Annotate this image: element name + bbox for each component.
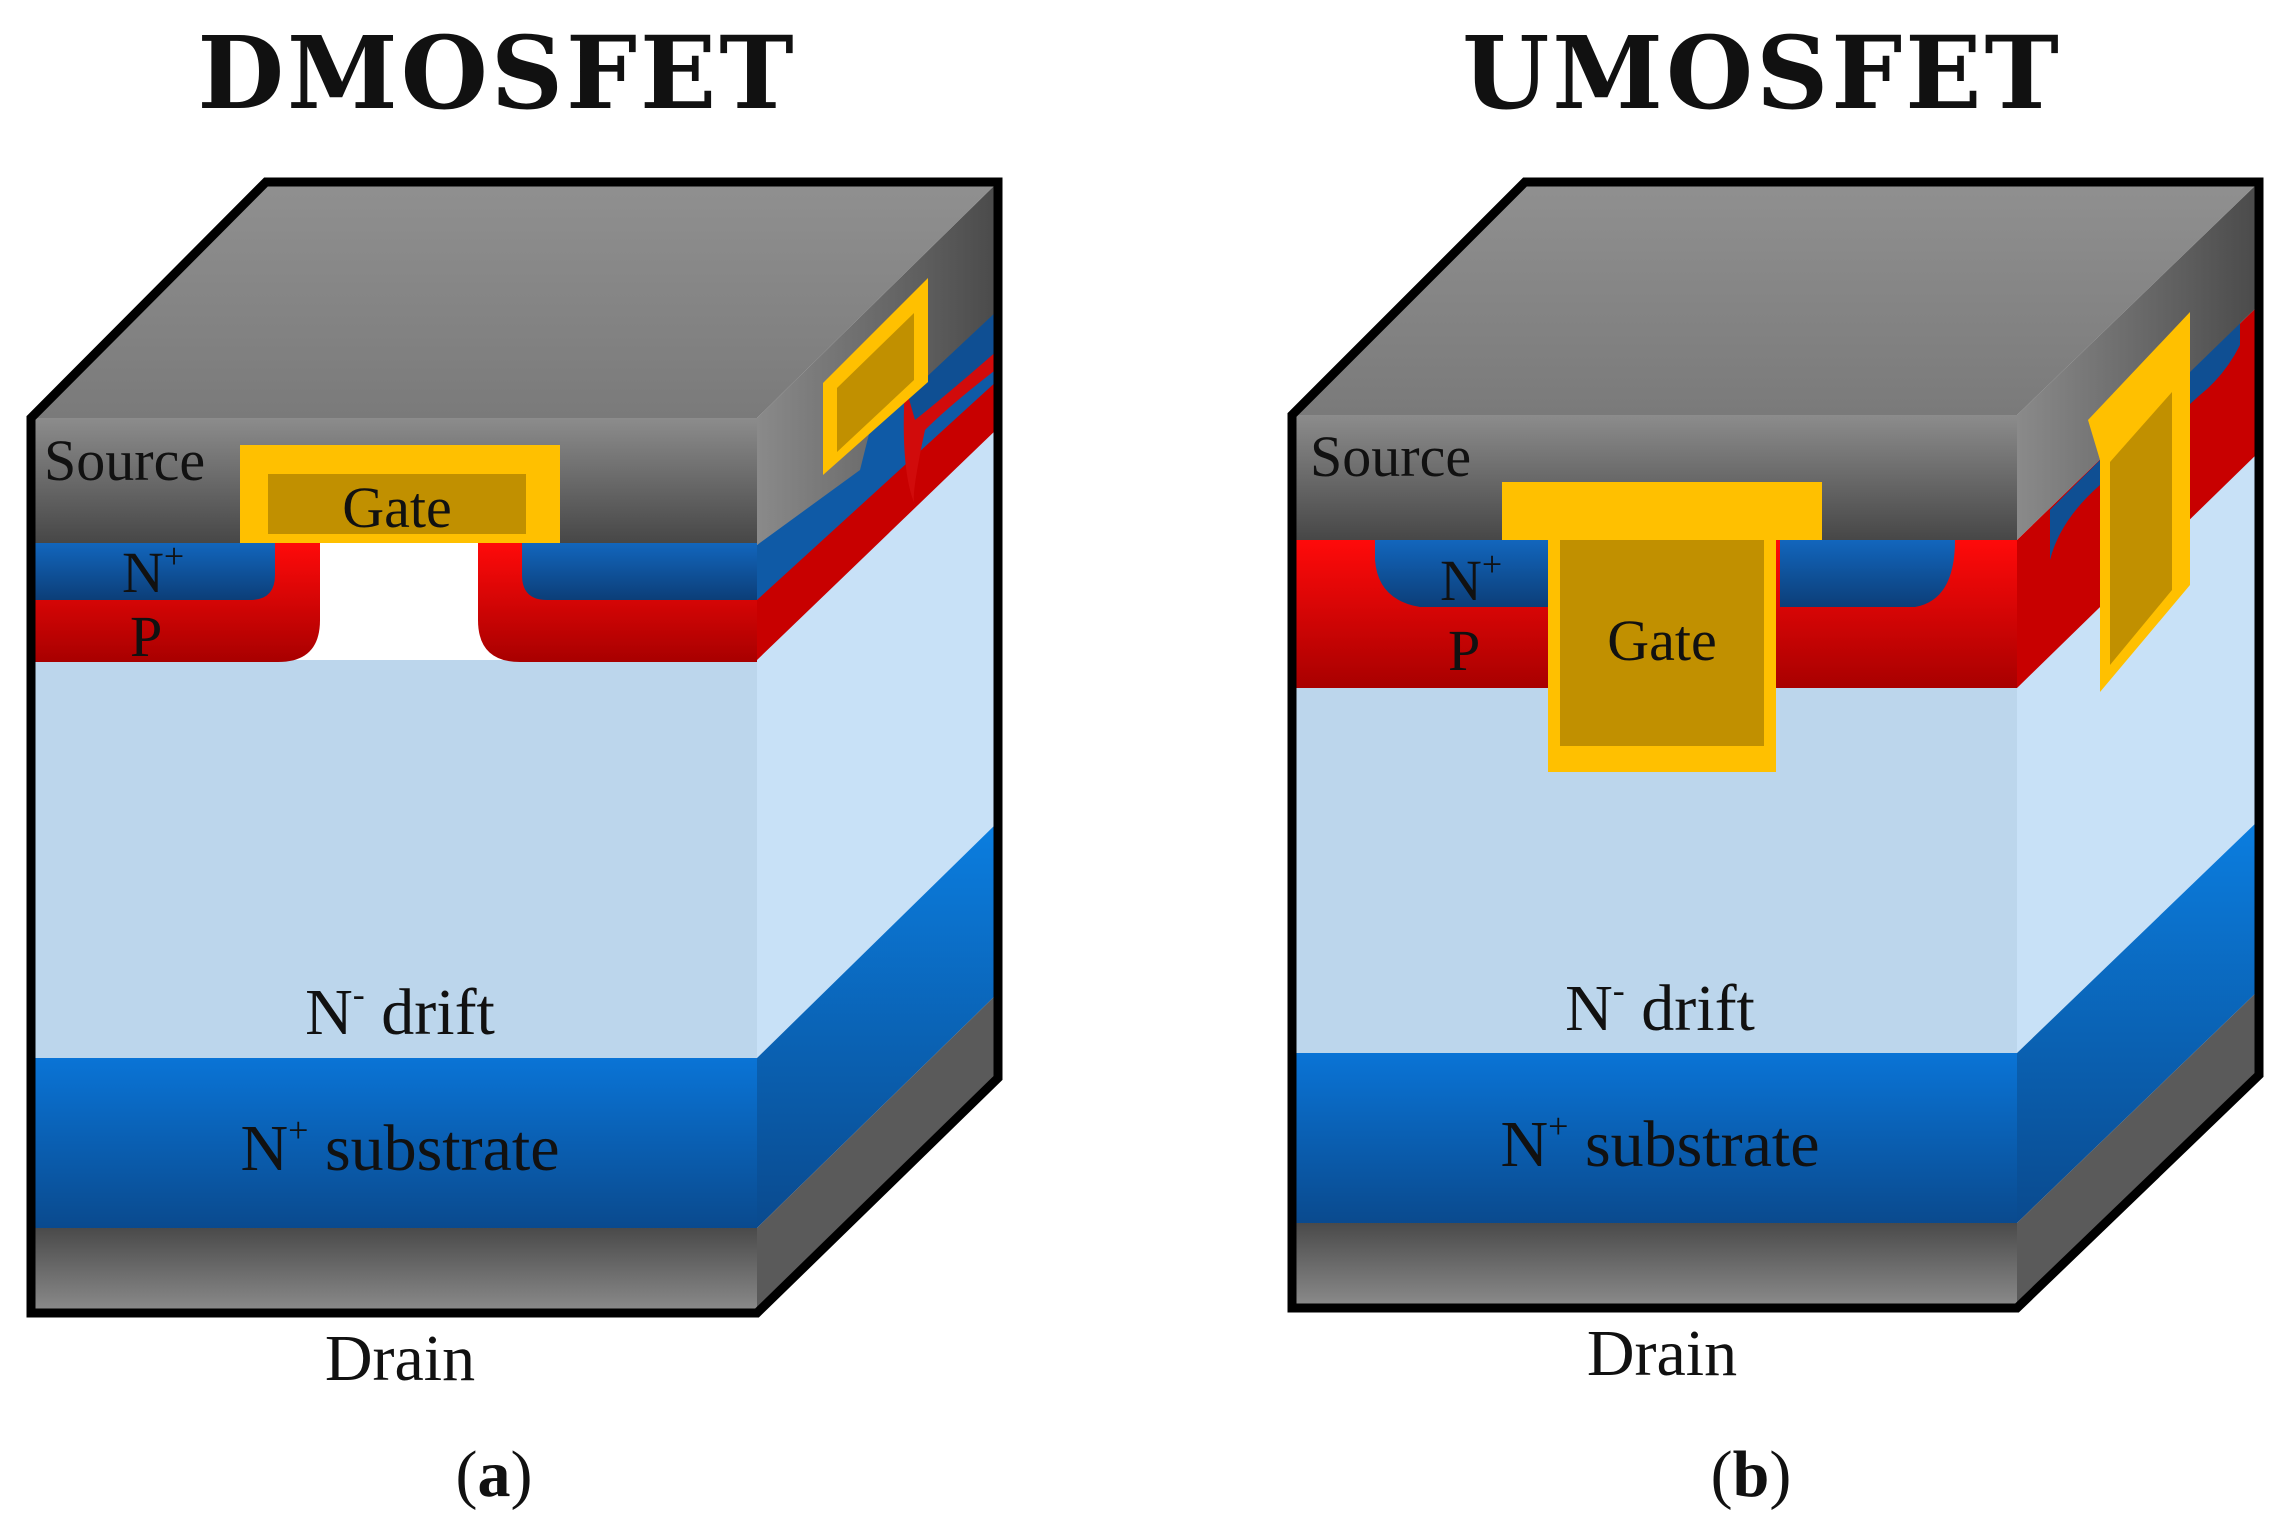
dmos-drift-front bbox=[31, 660, 757, 1058]
umos-drain-label: Drain bbox=[1587, 1317, 1737, 1390]
dmosfet-block: Source Gate N+ P N- drift N+ substrate D… bbox=[26, 177, 1003, 1395]
umosfet-block: Source Gate N+ P N- drift N+ substrate D… bbox=[1287, 177, 2264, 1390]
umos-substrate-front bbox=[1292, 1053, 2017, 1223]
dmos-nplus-right bbox=[522, 543, 757, 600]
umos-gate-cap bbox=[1502, 482, 1822, 540]
dmos-nplus-left bbox=[31, 543, 275, 600]
dmos-side-notch-nplus bbox=[905, 305, 998, 420]
umos-drain-front bbox=[1292, 1223, 2017, 1308]
caption-a: (a) bbox=[456, 1438, 533, 1511]
dmos-gate-label: Gate bbox=[342, 475, 452, 540]
caption-b: (b) bbox=[1711, 1438, 1792, 1511]
umos-substrate-label: N+ substrate bbox=[1500, 1106, 1819, 1181]
dmos-top-face bbox=[31, 182, 998, 418]
dmos-p-label: P bbox=[130, 604, 162, 669]
umos-source-side bbox=[2017, 182, 2259, 540]
dmos-outline bbox=[26, 177, 1003, 1318]
umos-substrate-side bbox=[2017, 820, 2259, 1223]
dmos-drain-side bbox=[757, 993, 998, 1313]
dmos-substrate-front bbox=[31, 1058, 757, 1228]
dmos-gate-side-poly bbox=[837, 313, 914, 452]
dmos-drain-front bbox=[31, 1228, 757, 1313]
umos-source-label: Source bbox=[1310, 424, 1471, 489]
umos-gate-side-poly bbox=[2110, 392, 2172, 665]
title-dmosfet: DMOSFET bbox=[197, 14, 796, 132]
umos-p-label: P bbox=[1448, 618, 1480, 683]
umos-nplus-label: N+ bbox=[1440, 544, 1502, 613]
title-umosfet: UMOSFET bbox=[1462, 14, 2062, 132]
dmos-drain-label: Drain bbox=[325, 1322, 475, 1395]
umos-drain-side bbox=[2017, 990, 2259, 1308]
umos-nplus-left bbox=[1375, 540, 1555, 607]
dmos-substrate-side bbox=[757, 822, 998, 1228]
dmos-source-label: Source bbox=[44, 428, 205, 493]
umos-gate-poly bbox=[1560, 540, 1764, 746]
dmos-drift-label: N- drift bbox=[305, 974, 495, 1049]
umos-outline bbox=[1287, 177, 2264, 1313]
umos-top-face bbox=[1292, 182, 2259, 415]
umos-drift-label: N- drift bbox=[1565, 970, 1755, 1045]
dmos-substrate-label: N+ substrate bbox=[240, 1110, 559, 1185]
dmos-gate-poly bbox=[268, 474, 526, 534]
dmos-nplus-label: N+ bbox=[122, 536, 184, 605]
umos-gate-label: Gate bbox=[1607, 608, 1717, 673]
umos-nplus-right bbox=[1780, 540, 1955, 607]
